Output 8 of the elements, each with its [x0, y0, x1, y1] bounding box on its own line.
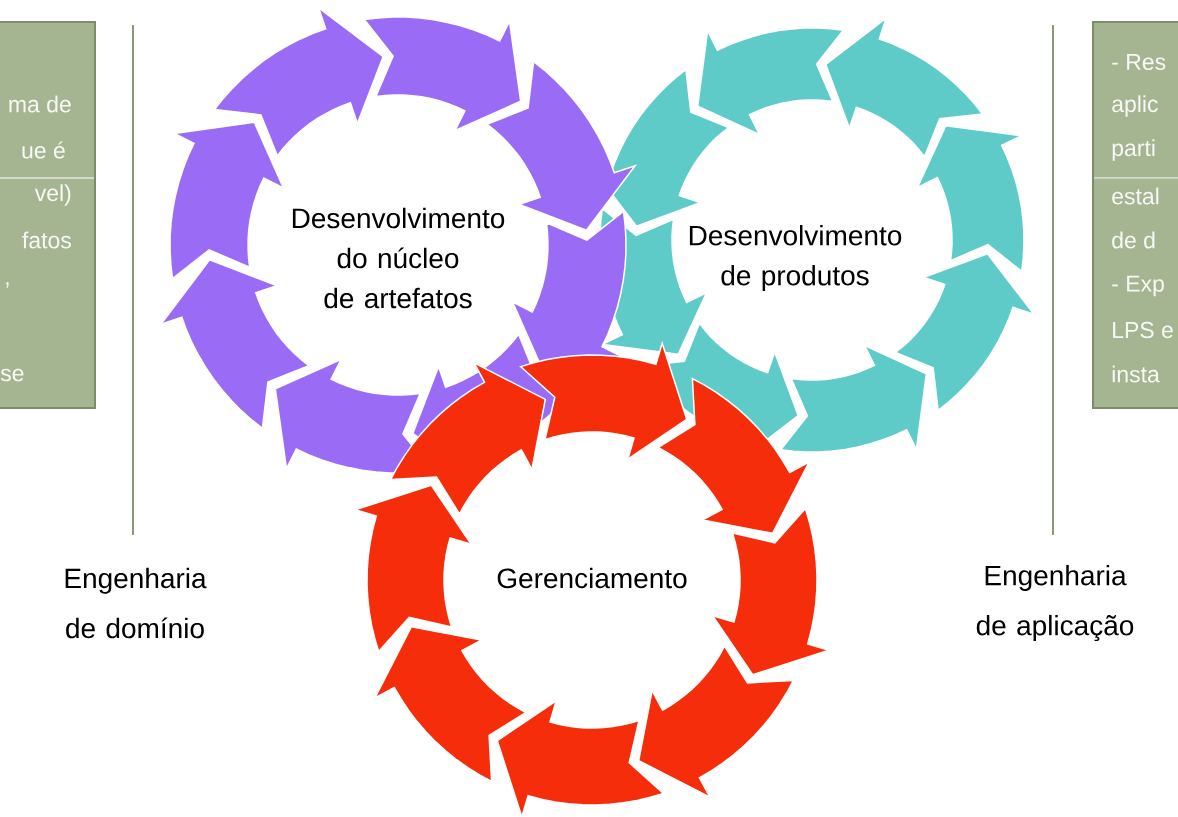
text-panel: ma de ue é vel) fatos , se — [0, 21, 96, 409]
text-panel: - Res aplic parti estal de d - Exp LPS e insta — [1092, 21, 1178, 409]
node-label: Desenvolvimento do núcleo de artefatos — [292, 207, 505, 309]
node-label: Gerenciamento — [497, 567, 687, 589]
side-label: Engenharia de domínio — [65, 567, 207, 639]
node-label: Desenvolvimento de produtos — [689, 224, 902, 292]
side-label: Engenharia de aplicação — [976, 564, 1134, 642]
cycle-ring: Desenvolvimento de produtos — [588, 16, 1036, 464]
